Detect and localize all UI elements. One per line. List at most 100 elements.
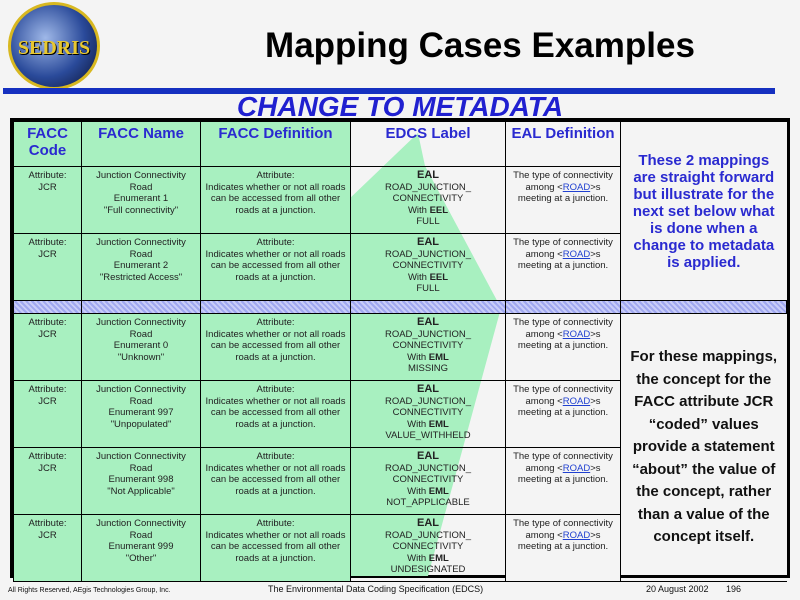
page-title: Mapping Cases Examples — [265, 26, 695, 65]
facc-definition-cell: Attribute:Indicates whether or not all r… — [200, 166, 351, 234]
facc-code-cell: Attribute:JCR — [13, 380, 82, 448]
header-cell: FACC Definition — [200, 121, 351, 167]
side-note-bottom: For these mappings, the concept for the … — [620, 313, 787, 582]
side-note-bottom-text: For these mappings, the concept for the … — [630, 348, 778, 546]
label-value: FULL — [416, 216, 440, 227]
facc-code-cell: Attribute:JCR — [13, 166, 82, 234]
label-kind: EML — [428, 418, 449, 430]
eal-label: EAL — [417, 383, 439, 395]
name-line: Road — [129, 181, 153, 193]
header-eal-definition: EAL Definition — [511, 125, 615, 142]
header-facc-definition: FACC Definition — [218, 125, 333, 142]
label-kind: EEL — [429, 204, 449, 216]
name-line: Junction Connectivity — [96, 384, 186, 395]
code-value: JCR — [38, 248, 57, 260]
road-link[interactable]: ROAD — [562, 181, 591, 193]
eal-label: EAL — [417, 236, 439, 248]
label-value: UNDESIGNATED — [390, 564, 466, 575]
label-kind: EML — [428, 552, 449, 564]
footer-date: 20 August 2002 — [646, 584, 709, 594]
eal-def-text: >s meeting at a junction. — [517, 181, 609, 205]
enumerant: Enumerant 1 — [113, 193, 169, 204]
facc-definition-cell: Attribute:Indicates whether or not all r… — [200, 514, 351, 582]
code-label: Attribute: — [28, 518, 67, 529]
header-facc-code: FACC Code — [27, 125, 68, 159]
name-line: Junction Connectivity — [96, 518, 186, 529]
header-cell: EAL Definition — [505, 121, 621, 167]
edcs-label: ROAD_JUNCTION_ CONNECTIVITY — [384, 248, 472, 272]
eal-def-text: >s meeting at a junction. — [517, 248, 609, 272]
name-line: Junction Connectivity — [96, 317, 186, 328]
definition-label: Attribute: — [256, 237, 295, 248]
eal-def-text: The type of connectivity among < — [513, 384, 613, 407]
footer-center: The Environmental Data Coding Specificat… — [268, 584, 484, 594]
eal-def-text: The type of connectivity among < — [513, 170, 613, 193]
label-value: MISSING — [407, 363, 449, 374]
enumerant-value: "Unknown" — [117, 351, 165, 363]
label-value: VALUE_WITHHELD — [385, 430, 471, 441]
sedris-logo: SEDRIS — [8, 2, 100, 90]
with-text: With — [407, 351, 427, 363]
eal-label: EAL — [417, 517, 439, 529]
code-label: Attribute: — [28, 451, 67, 462]
with-text: With — [407, 418, 427, 430]
edcs-label: ROAD_JUNCTION_ CONNECTIVITY — [384, 462, 472, 486]
definition-text: Indicates whether or not all roads can b… — [205, 248, 346, 283]
label-value: NOT_APPLICABLE — [386, 497, 470, 508]
facc-code-cell: Attribute:JCR — [13, 514, 82, 582]
road-link[interactable]: ROAD — [562, 395, 591, 407]
eal-def-text: The type of connectivity among < — [513, 518, 613, 541]
enumerant-value: "Restricted Access" — [99, 271, 183, 283]
header-cell: FACC Name — [81, 121, 201, 167]
code-value: JCR — [38, 395, 57, 407]
eal-label: EAL — [417, 169, 439, 181]
facc-definition-cell: Attribute:Indicates whether or not all r… — [200, 233, 351, 301]
road-link[interactable]: ROAD — [562, 328, 591, 340]
eal-definition-cell: The type of connectivity among <ROAD>s m… — [505, 233, 621, 301]
enumerant: Enumerant 2 — [113, 260, 169, 271]
section-separator — [13, 300, 787, 314]
title-divider — [3, 88, 775, 94]
road-link[interactable]: ROAD — [562, 248, 591, 260]
definition-label: Attribute: — [256, 451, 295, 462]
name-line: Road — [129, 248, 153, 260]
enumerant-value: "Not Applicable" — [107, 485, 175, 497]
header-facc-name: FACC Name — [98, 125, 184, 142]
code-value: JCR — [38, 462, 57, 474]
facc-definition-cell: Attribute:Indicates whether or not all r… — [200, 380, 351, 448]
header-cell: FACC Code — [13, 121, 82, 167]
definition-text: Indicates whether or not all roads can b… — [205, 529, 346, 564]
eal-def-text: >s meeting at a junction. — [517, 328, 609, 352]
definition-label: Attribute: — [256, 384, 295, 395]
definition-text: Indicates whether or not all roads can b… — [205, 328, 346, 363]
header-edcs-label: EDCS Label — [385, 125, 471, 142]
road-link[interactable]: ROAD — [562, 462, 591, 474]
name-line: Road — [129, 395, 153, 407]
name-line: Junction Connectivity — [96, 170, 186, 181]
edcs-label: ROAD_JUNCTION_ CONNECTIVITY — [384, 328, 472, 352]
enumerant-value: "Other" — [125, 552, 157, 564]
with-text: With — [407, 485, 427, 497]
code-label: Attribute: — [28, 384, 67, 395]
with-text: With — [407, 552, 427, 564]
eal-def-text: The type of connectivity among < — [513, 451, 613, 474]
code-label: Attribute: — [28, 317, 67, 328]
logo-text: SEDRIS — [17, 37, 91, 59]
facc-code-cell: Attribute:JCR — [13, 313, 82, 381]
eal-definition-cell: The type of connectivity among <ROAD>s m… — [505, 380, 621, 448]
definition-text: Indicates whether or not all roads can b… — [205, 181, 346, 216]
edcs-label: ROAD_JUNCTION_ CONNECTIVITY — [384, 181, 472, 205]
road-link[interactable]: ROAD — [562, 529, 591, 541]
label-kind: EML — [428, 485, 449, 497]
eal-label: EAL — [417, 316, 439, 328]
